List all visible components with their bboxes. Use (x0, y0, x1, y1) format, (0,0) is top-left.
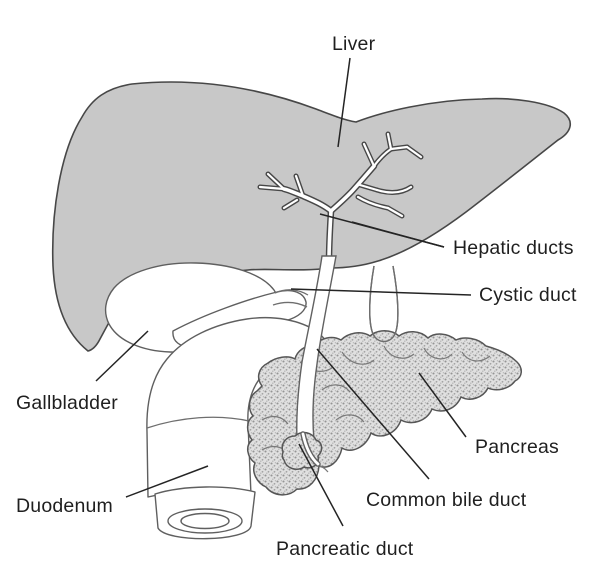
liver-leader-line (337, 57, 351, 148)
duodenum-label: Duodenum (16, 495, 113, 517)
vessel-loop-outline (369, 265, 399, 343)
gallbladder-label: Gallbladder (16, 392, 118, 414)
leader-lines (95, 57, 472, 527)
pancreatic-duct-shape (300, 431, 321, 467)
hepatic-ducts-label: Hepatic ducts (453, 237, 574, 259)
liver-label: Liver (332, 33, 376, 55)
duodenum-fold-line (146, 416, 250, 429)
duodenum-opening-inner (180, 512, 230, 530)
duodenum-leader-line (125, 465, 209, 498)
pancreas-leader-line (418, 372, 467, 438)
pancreatic-duct-label: Pancreatic duct (276, 538, 414, 560)
common-bile-duct-leader-line (316, 348, 430, 480)
gallbladder-leader-line (95, 330, 149, 382)
pancreas-label: Pancreas (475, 436, 559, 458)
pancreatic-duct-leader-line (298, 443, 344, 527)
cystic-duct-label: Cystic duct (479, 284, 577, 306)
cystic-duct-shape (272, 289, 309, 308)
hepatic-ducts-shape (257, 131, 424, 265)
cystic-duct-leader-line (290, 288, 472, 296)
common-bile-duct-label: Common bile duct (366, 489, 527, 511)
hepatic-ducts-leader-line-2 (351, 221, 445, 248)
labels: Liver Hepatic ducts Cystic duct Gallblad… (16, 33, 577, 560)
